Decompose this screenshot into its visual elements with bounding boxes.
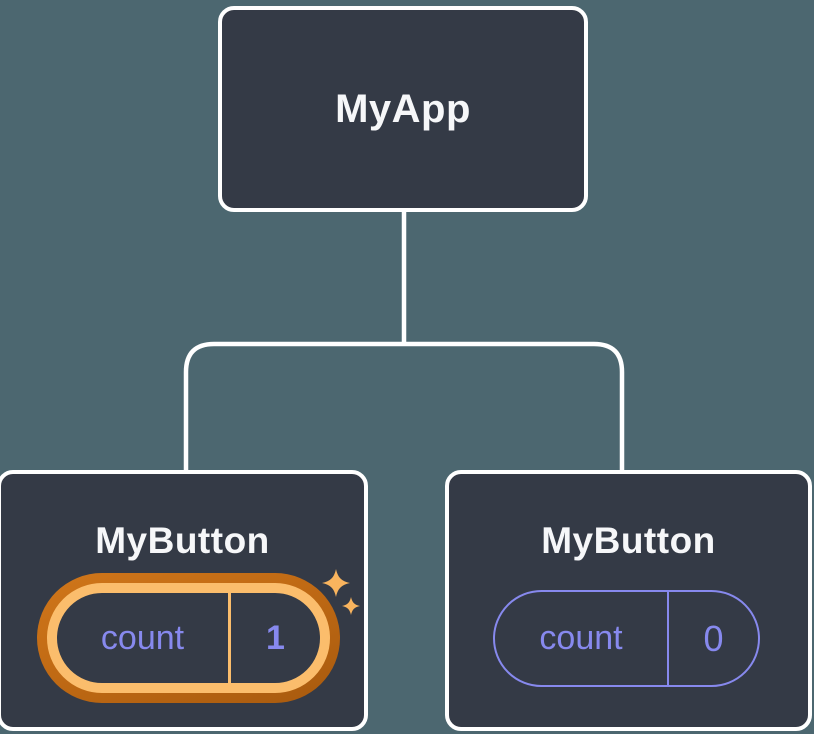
state-key-label: count: [539, 619, 623, 657]
sparkles-icon: [322, 569, 360, 615]
root-node-label: MyApp: [335, 86, 471, 131]
child-node-mybutton-left: MyButton count 1: [0, 470, 368, 731]
state-value: 0: [703, 617, 724, 659]
child-node-mybutton-right: MyButton count 0: [445, 470, 812, 731]
root-node-myapp: MyApp: [218, 6, 588, 212]
child-node-label: MyButton: [541, 520, 716, 561]
state-pill: count 0: [493, 590, 760, 687]
state-pill-highlighted: count 1: [37, 573, 340, 703]
state-value: 1: [266, 618, 285, 657]
child-node-label: MyButton: [95, 520, 270, 561]
state-pill-inner: count 1: [47, 583, 330, 693]
pill-divider: [667, 592, 669, 685]
pill-divider: [228, 593, 231, 683]
state-key-label: count: [100, 618, 185, 657]
